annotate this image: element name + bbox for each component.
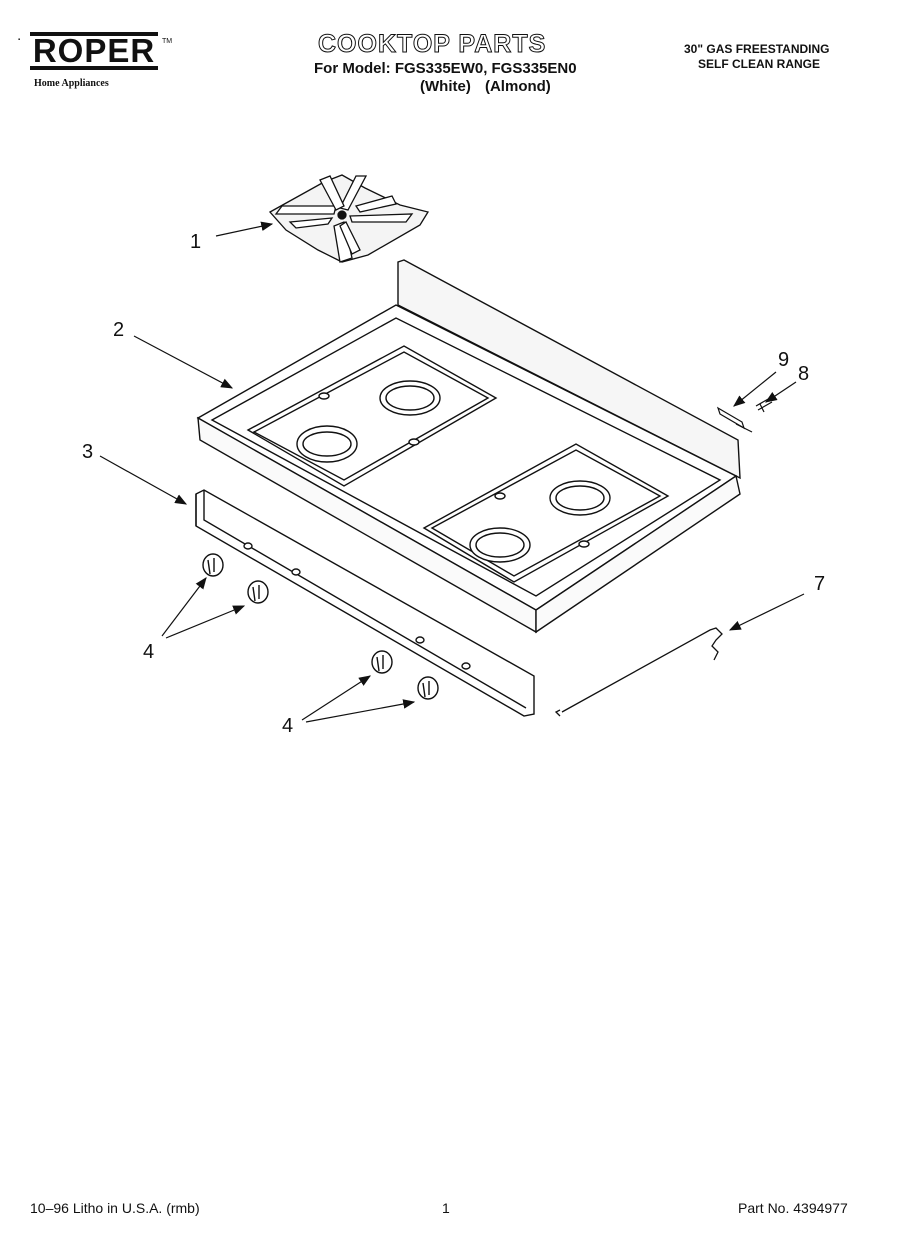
page-number: 1 (442, 1200, 450, 1216)
leader-4a-1 (161, 577, 207, 637)
brand-subtitle: Home Appliances (34, 78, 109, 89)
brand-name: ROPER (30, 32, 158, 70)
print-info: 10–96 Litho in U.S.A. (rmb) (30, 1200, 200, 1216)
leader-7 (728, 593, 805, 631)
control-knobs (202, 553, 439, 700)
leader-2 (133, 335, 234, 389)
range-description-line-2: SELF CLEAN RANGE (698, 57, 821, 71)
callout-3: 3 (82, 441, 93, 463)
knob-4 (417, 676, 439, 700)
callout-1: 1 (190, 231, 201, 253)
leader-9 (733, 371, 777, 407)
model-line: For Model: FGS335EW0, FGS335EN0 (314, 60, 577, 77)
trademark-mark: TM (162, 38, 173, 45)
knob-2 (247, 580, 269, 604)
callout-8: 8 (798, 363, 809, 385)
knob-1 (202, 553, 224, 577)
brand-logo: ROPER TM (30, 32, 172, 70)
range-description-line-1: 30" GAS FREESTANDING (684, 42, 830, 56)
leader-3 (99, 455, 188, 505)
callout-7: 7 (814, 573, 825, 595)
hinge-rod (554, 627, 723, 717)
callout-9: 9 (778, 349, 789, 371)
control-panel-trim (195, 489, 535, 717)
callout-4-left: 4 (143, 641, 154, 663)
leader-4a-2 (165, 605, 246, 639)
part-number: Part No. 4394977 (738, 1200, 848, 1216)
leader-8 (765, 381, 797, 403)
burner-grate (268, 174, 430, 263)
leader-4b-1 (301, 675, 372, 721)
knob-3 (371, 650, 393, 674)
page-title: COOKTOP PARTS (317, 30, 547, 59)
callout-2: 2 (113, 319, 124, 341)
cooktop (196, 259, 741, 634)
leader-1 (215, 221, 274, 237)
color-line: (White) (Almond) (420, 78, 551, 95)
leader-4b-2 (305, 699, 416, 723)
callout-4-right: 4 (282, 715, 293, 737)
bracket-and-screw (716, 397, 773, 433)
corner-mark: ▪ (18, 37, 21, 43)
